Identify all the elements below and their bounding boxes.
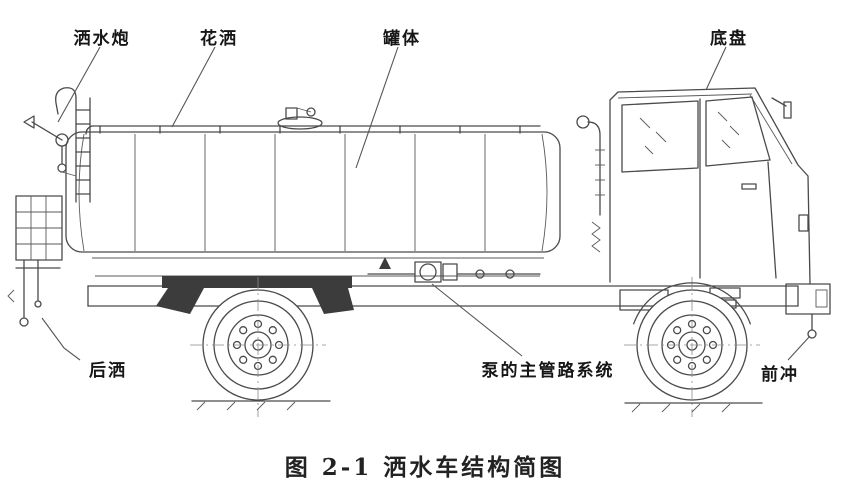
water-cannon <box>23 115 77 177</box>
manhole <box>277 107 323 130</box>
label-sprinkler: 花洒 <box>200 29 238 49</box>
leader-front-flush <box>787 335 811 361</box>
label-pump-piping: 泵的主管路系统 <box>481 361 615 381</box>
spring-coil <box>591 221 601 253</box>
rear-spray-nozzles <box>7 259 42 327</box>
label-tank-body: 罐体 <box>383 29 421 49</box>
leader-pump <box>431 283 523 357</box>
leader-water-cannon <box>57 46 101 123</box>
figure-caption: 图 2-1 洒水车结构简图 <box>284 454 566 481</box>
leader-sprinkler <box>171 46 216 128</box>
air-intake <box>587 121 601 216</box>
front-bumper <box>785 283 831 315</box>
cab <box>576 87 831 339</box>
pump-piping <box>367 257 541 283</box>
label-chassis: 底盘 <box>710 29 748 49</box>
door-handle <box>741 183 757 190</box>
headlight <box>798 214 809 232</box>
label-rear-spray: 后洒 <box>89 361 127 381</box>
rear-wheel <box>189 276 327 418</box>
label-water-cannon: 洒水炮 <box>73 29 131 49</box>
front-wheel-arch <box>633 282 751 325</box>
rear-ladder <box>55 87 91 203</box>
leader-rear-spray <box>41 317 81 361</box>
leader-tank <box>355 46 399 169</box>
mirror <box>783 101 792 119</box>
door-window <box>705 96 771 167</box>
label-front-flush: 前冲 <box>761 365 799 385</box>
tank-body <box>65 107 561 259</box>
rear-fender <box>156 276 354 314</box>
rear-platform <box>15 195 63 269</box>
ground-line <box>191 400 763 413</box>
pump-marker-arrow <box>379 257 391 269</box>
leader-chassis <box>705 46 727 91</box>
rear-side-window <box>621 100 699 173</box>
front-flush-nozzle <box>807 313 817 339</box>
